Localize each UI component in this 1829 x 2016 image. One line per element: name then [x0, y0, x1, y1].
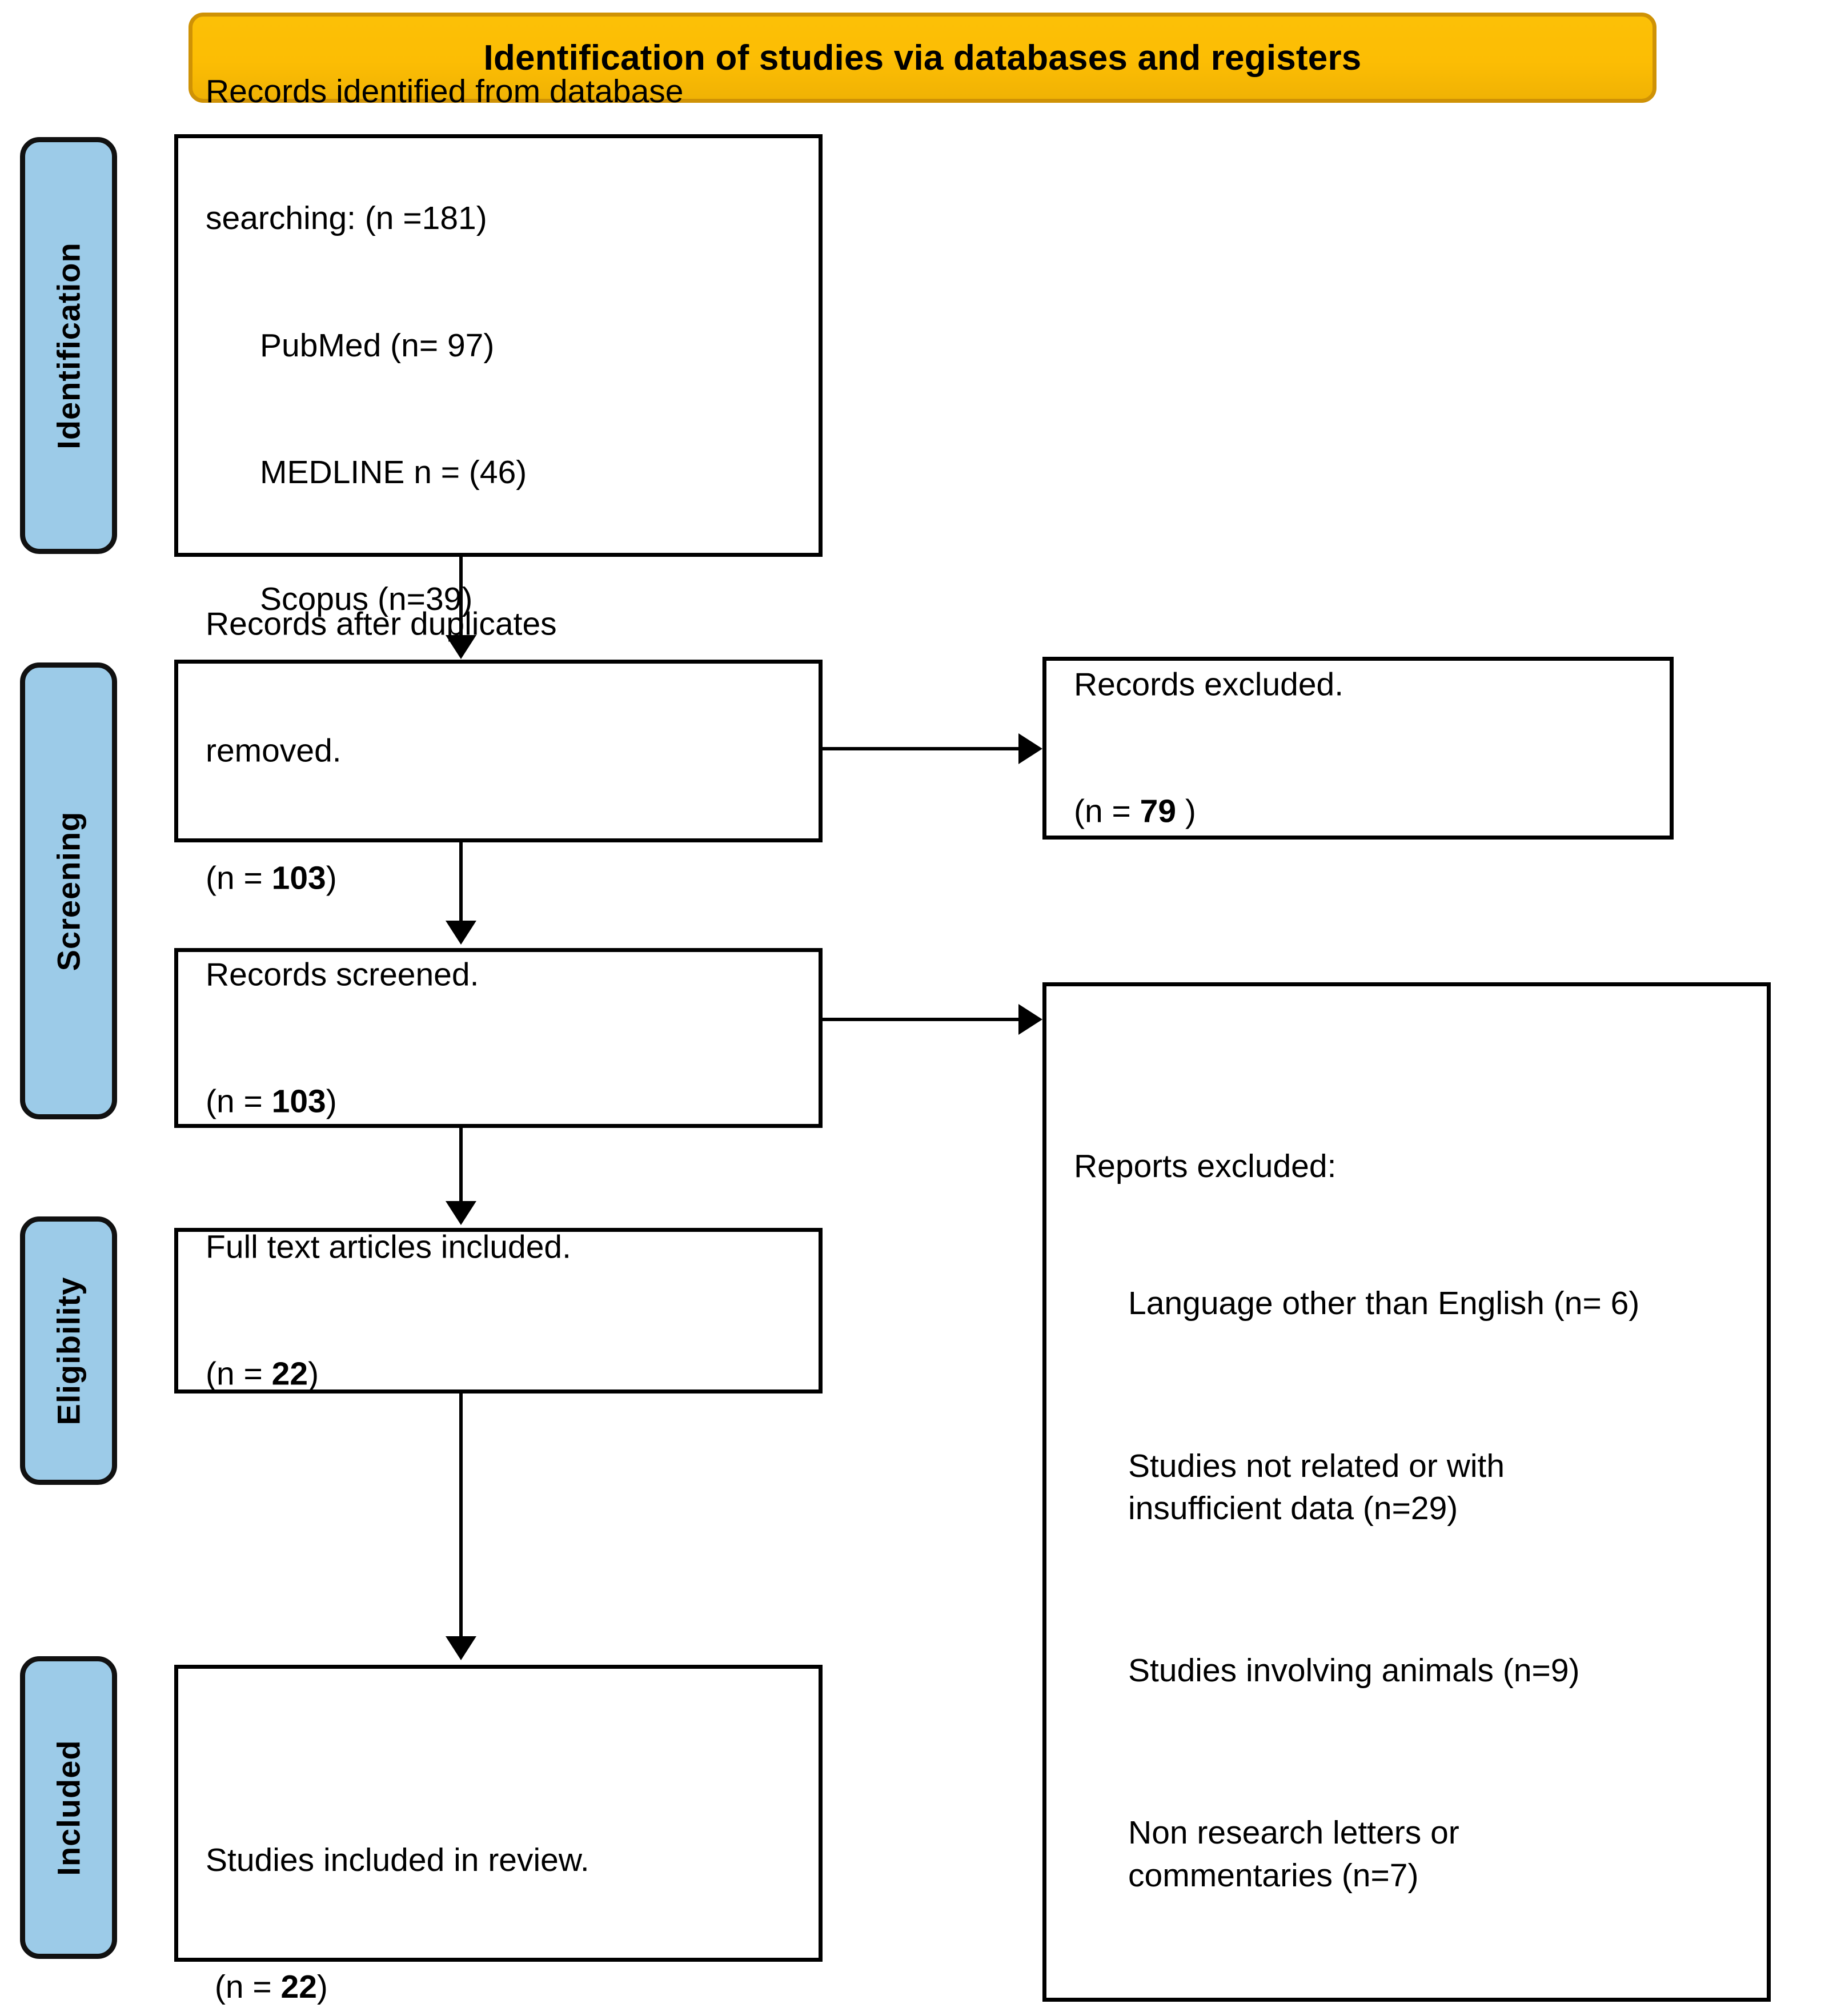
- stage-tab-included-label: Included: [50, 1739, 87, 1876]
- included-review-count: (n = 22): [206, 1966, 801, 2008]
- box-records-after-duplicates: Records after duplicates removed. (n = 1…: [174, 606, 823, 896]
- records-excluded-count-prefix: (n =: [1074, 793, 1140, 830]
- connector-full-text-to-included: [459, 1393, 463, 1639]
- box-records-after-duplicates-text: Records after duplicates removed. (n = 1…: [206, 518, 801, 983]
- records-identified-line1: Records identified from database: [206, 73, 684, 110]
- arrow-screened-to-reports-excluded: [1018, 1004, 1042, 1035]
- reports-excluded-reason-unrelated: Studies not related or with insufficient…: [1128, 1447, 1505, 1527]
- arrow-screened-to-full-text: [446, 1201, 476, 1225]
- reports-excluded-reason-letters: Non research letters or commentaries (n=…: [1128, 1814, 1459, 1894]
- records-excluded-count-suffix: ): [1176, 793, 1196, 830]
- after-duplicates-count-suffix: ): [326, 860, 337, 897]
- arrow-identified-to-duplicates: [446, 635, 476, 659]
- full-text-count-value: 22: [271, 1356, 308, 1393]
- reports-excluded-heading: Reports excluded:: [1074, 1148, 1337, 1185]
- connector-duplicates-to-records-excluded: [823, 747, 1020, 750]
- stage-tab-screening-label: Screening: [50, 811, 87, 971]
- box-records-screened: Records screened. (n = 103): [174, 948, 823, 1128]
- stage-tab-identification-label: Identification: [50, 242, 87, 449]
- box-full-text-articles-text: Full text articles included. (n = 22): [206, 1142, 801, 1480]
- after-duplicates-count: (n = 103): [206, 857, 801, 899]
- records-screened-count-value: 103: [271, 1083, 326, 1120]
- records-screened-count: (n = 103): [206, 1081, 801, 1123]
- stage-tab-identification: Identification: [20, 137, 117, 554]
- reports-excluded-reason-language: Language other than English (n= 6): [1074, 1285, 1640, 1322]
- records-excluded-count-value: 79: [1140, 793, 1177, 830]
- full-text-count: (n = 22): [206, 1353, 801, 1395]
- box-records-identified: Records identified from database searchi…: [174, 73, 823, 618]
- connector-screened-to-full-text: [459, 1128, 463, 1204]
- box-records-identified-text: Records identified from database searchi…: [206, 0, 801, 705]
- connector-screened-to-reports-excluded: [823, 1018, 1020, 1021]
- connector-duplicates-to-screened: [459, 842, 463, 923]
- records-screened-line1: Records screened.: [206, 956, 479, 993]
- after-duplicates-count-value: 103: [271, 860, 326, 897]
- records-identified-medline: MEDLINE n = (46): [206, 454, 527, 491]
- arrow-duplicates-to-records-excluded: [1018, 733, 1042, 764]
- box-full-text-articles: Full text articles included. (n = 22): [174, 1228, 823, 1393]
- box-reports-excluded: Reports excluded: Language other than En…: [1042, 982, 1771, 2002]
- box-records-excluded: Records excluded. (n = 79 ): [1042, 657, 1674, 840]
- box-records-excluded-text: Records excluded. (n = 79 ): [1074, 579, 1652, 918]
- full-text-count-suffix: ): [308, 1356, 319, 1393]
- box-reports-excluded-text: Reports excluded: Language other than En…: [1074, 1061, 1750, 2016]
- included-review-count-suffix: ): [316, 1969, 328, 2006]
- box-records-screened-text: Records screened. (n = 103): [206, 869, 801, 1207]
- included-review-line1: Studies included in review.: [206, 1842, 589, 1879]
- records-identified-line2: searching: (n =181): [206, 200, 487, 237]
- stage-tab-screening: Screening: [20, 662, 117, 1119]
- full-text-count-prefix: (n =: [206, 1356, 272, 1393]
- included-review-count-prefix: (n =: [206, 1969, 281, 2006]
- records-screened-count-suffix: ): [326, 1083, 337, 1120]
- arrow-full-text-to-included: [446, 1636, 476, 1660]
- records-identified-pubmed: PubMed (n= 97): [206, 327, 495, 364]
- box-studies-included: Studies included in review. (n = 22): [174, 1665, 823, 2005]
- arrow-duplicates-to-screened: [446, 921, 476, 945]
- full-text-line1: Full text articles included.: [206, 1228, 571, 1266]
- box-studies-included-text: Studies included in review. (n = 22): [206, 1754, 801, 2016]
- after-duplicates-line1: Records after duplicates: [206, 605, 557, 642]
- after-duplicates-count-prefix: (n =: [206, 860, 272, 897]
- records-identified-scopus: Scopus (n=39): [206, 581, 473, 618]
- after-duplicates-line2: removed.: [206, 732, 342, 769]
- connector-identified-to-duplicates: [459, 557, 463, 638]
- stage-tab-eligibility: Eligibility: [20, 1216, 117, 1485]
- stage-tab-eligibility-label: Eligibility: [50, 1276, 87, 1425]
- records-excluded-count: (n = 79 ): [1074, 790, 1652, 833]
- reports-excluded-reason-animals: Studies involving animals (n=9): [1074, 1652, 1580, 1689]
- stage-tab-included: Included: [20, 1656, 117, 1959]
- diagram-title: Identification of studies via databases …: [483, 38, 1362, 78]
- records-screened-count-prefix: (n =: [206, 1083, 272, 1120]
- records-excluded-line1: Records excluded.: [1074, 666, 1344, 703]
- diagram-title-banner: Identification of studies via databases …: [188, 13, 1656, 103]
- included-review-count-value: 22: [280, 1969, 317, 2006]
